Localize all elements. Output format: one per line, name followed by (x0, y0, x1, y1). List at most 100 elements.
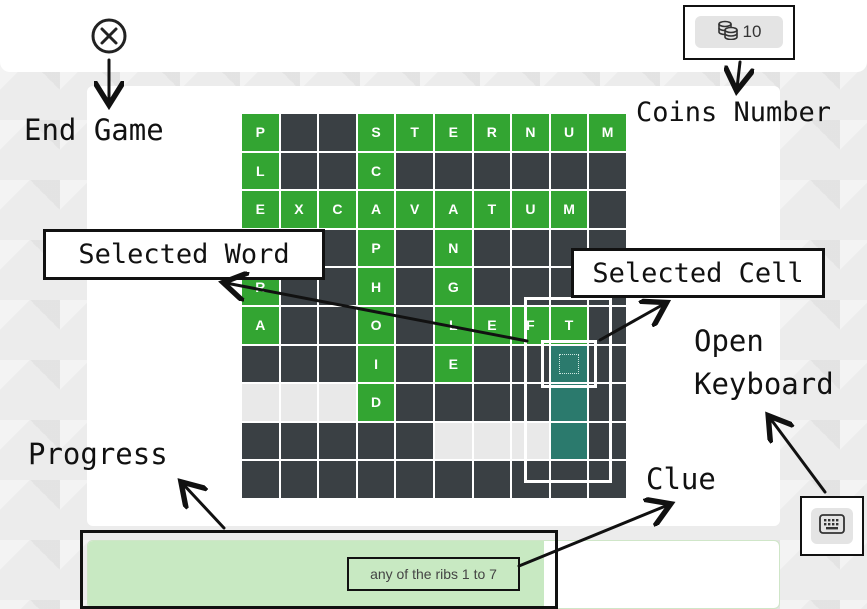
selected-cell[interactable] (549, 344, 589, 384)
grid-cell[interactable]: M (588, 113, 627, 152)
grid-cell[interactable] (472, 228, 512, 268)
grid-cell[interactable]: A (356, 190, 396, 229)
grid-cell[interactable] (588, 383, 627, 422)
open-keyboard-annotation-line1: Open (694, 324, 764, 358)
grid-cell[interactable] (279, 151, 319, 191)
grid-cell[interactable] (395, 344, 434, 384)
coins-stack-icon (717, 20, 739, 45)
grid-cell[interactable] (318, 151, 357, 191)
grid-cell[interactable]: E (433, 344, 473, 384)
arrow-coins (737, 60, 740, 88)
grid-cell[interactable] (472, 421, 512, 461)
grid-cell[interactable]: T (395, 113, 434, 152)
grid-cell[interactable] (472, 267, 512, 306)
grid-cell[interactable] (279, 383, 319, 422)
coins-number-annotation: Coins Number (636, 97, 832, 128)
grid-cell[interactable] (395, 383, 434, 422)
grid-cell[interactable]: P (356, 228, 396, 268)
grid-cell[interactable]: A (433, 190, 473, 229)
grid-cell[interactable]: H (356, 267, 396, 306)
grid-cell[interactable] (318, 305, 357, 345)
grid-cell[interactable] (588, 421, 627, 461)
open-keyboard-annotation-line2: Keyboard (694, 367, 834, 401)
grid-cell[interactable]: S (356, 113, 396, 152)
grid-cell[interactable]: I (356, 344, 396, 384)
grid-cell[interactable] (588, 190, 627, 229)
coins-button[interactable]: 10 (695, 16, 783, 48)
grid-cell[interactable]: E (433, 113, 473, 152)
grid-cell[interactable] (433, 421, 473, 461)
grid-cell[interactable] (318, 460, 357, 499)
grid-cell[interactable]: N (511, 113, 550, 152)
clue-annotation: Clue (646, 462, 716, 496)
grid-cell[interactable]: X (279, 190, 319, 229)
close-icon[interactable] (90, 17, 128, 55)
grid-cell[interactable] (356, 460, 396, 499)
grid-cell[interactable] (279, 113, 319, 152)
grid-cell[interactable]: C (318, 190, 357, 229)
grid-cell[interactable] (241, 421, 280, 461)
grid-cell[interactable]: G (433, 267, 473, 306)
grid-cell[interactable] (433, 383, 473, 422)
grid-cell[interactable] (511, 421, 550, 461)
grid-cell[interactable] (279, 460, 319, 499)
grid-cell[interactable] (511, 228, 550, 268)
grid-cell[interactable] (511, 151, 550, 191)
grid-cell[interactable] (472, 383, 512, 422)
grid-cell[interactable] (472, 151, 512, 191)
selected-word-highlight (524, 297, 612, 483)
grid-cell[interactable]: L (241, 151, 280, 191)
grid-cell[interactable] (472, 344, 512, 384)
grid-cell[interactable]: N (433, 228, 473, 268)
progress-bar (87, 540, 780, 609)
grid-cell[interactable]: C (356, 151, 396, 191)
grid-cell[interactable] (279, 305, 319, 345)
keyboard-icon (819, 513, 845, 539)
grid-cell[interactable] (588, 305, 627, 345)
grid-cell[interactable] (318, 113, 357, 152)
grid-cell[interactable] (395, 228, 434, 268)
grid-cell[interactable] (433, 460, 473, 499)
grid-cell[interactable]: U (511, 190, 550, 229)
end-game-annotation: End Game (24, 113, 164, 147)
grid-cell[interactable]: P (241, 113, 280, 152)
grid-cell[interactable]: U (549, 113, 589, 152)
grid-cell[interactable] (356, 421, 396, 461)
grid-cell[interactable]: V (395, 190, 434, 229)
grid-cell[interactable] (395, 460, 434, 499)
grid-cell[interactable] (318, 421, 357, 461)
selected-word-annotation: Selected Word (43, 229, 325, 280)
grid-cell[interactable] (241, 383, 280, 422)
grid-cell[interactable] (511, 460, 550, 499)
grid-cell[interactable]: D (356, 383, 396, 422)
grid-cell[interactable] (549, 421, 589, 461)
grid-cell[interactable] (395, 421, 434, 461)
grid-cell[interactable]: R (472, 113, 512, 152)
grid-cell[interactable] (588, 151, 627, 191)
grid-cell[interactable] (318, 344, 357, 384)
grid-cell[interactable] (549, 151, 589, 191)
grid-cell[interactable] (318, 383, 357, 422)
grid-cell[interactable]: T (549, 305, 589, 345)
grid-cell[interactable] (511, 383, 550, 422)
grid-cell[interactable] (549, 460, 589, 499)
grid-cell[interactable] (395, 305, 434, 345)
grid-cell[interactable]: T (472, 190, 512, 229)
grid-cell[interactable] (279, 344, 319, 384)
grid-cell[interactable]: A (241, 305, 280, 345)
grid-cell[interactable] (279, 421, 319, 461)
grid-cell[interactable] (241, 460, 280, 499)
grid-cell[interactable] (241, 344, 280, 384)
grid-cell[interactable]: M (549, 190, 589, 229)
grid-cell[interactable] (472, 460, 512, 499)
arrow-selected-cell (598, 304, 664, 342)
grid-cell[interactable] (395, 267, 434, 306)
keyboard-button[interactable] (811, 508, 853, 544)
grid-cell[interactable]: E (241, 190, 280, 229)
grid-cell[interactable] (588, 460, 627, 499)
grid-cell[interactable] (549, 383, 589, 422)
grid-cell[interactable] (395, 151, 434, 191)
clue-text: any of the ribs 1 to 7 (347, 557, 520, 591)
grid-cell[interactable] (433, 151, 473, 191)
